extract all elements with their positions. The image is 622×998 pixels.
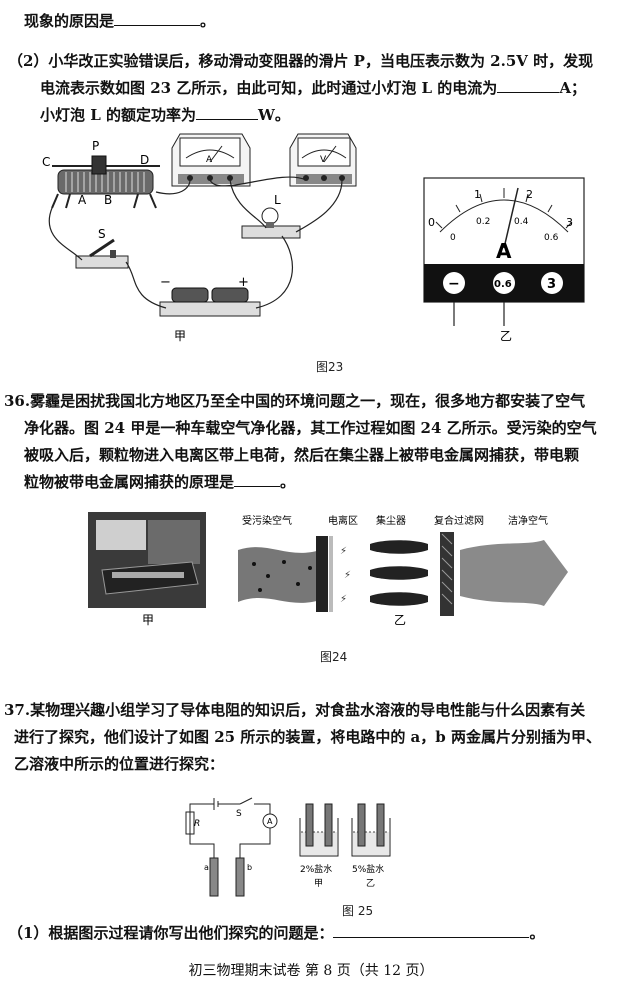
fig23-sub-b: 乙	[500, 329, 512, 343]
scale-bottom-1: 0.2	[476, 217, 490, 227]
page-footer: 初三物理期末试卷 第 8 页（共 12 页）	[188, 963, 434, 979]
q37-line3: 乙溶液中所示的位置进行探究：	[14, 755, 225, 773]
scale-bottom-2: 0.4	[514, 217, 529, 227]
q36-line3: 被吸入后，颗粒物进入电离区带上电荷，然后在集尘器上被带电金属网捕获，带电颗	[24, 446, 580, 464]
terminal-3: 3	[547, 277, 556, 292]
label-A: A	[78, 193, 87, 207]
answer-blank[interactable]	[333, 922, 530, 938]
rheostat	[51, 155, 160, 209]
answer-blank[interactable]	[234, 471, 281, 487]
figure-23: C P D A B A V L S − +	[42, 133, 585, 343]
ammeter-device	[171, 133, 251, 187]
fig24-label-filter: 复合过滤网	[434, 514, 484, 527]
svg-text:⚡: ⚡	[340, 546, 347, 557]
voltmeter-device	[289, 133, 357, 187]
fig25-caption: 图 25	[342, 904, 374, 918]
fig24-caption: 图24	[320, 650, 348, 664]
scale-bottom-3: 0.6	[544, 233, 559, 243]
circuit-wires	[48, 176, 343, 309]
fig23-sub-a: 甲	[174, 329, 186, 343]
fig25-A: A	[267, 817, 273, 826]
electrode-b	[235, 857, 245, 897]
figure-25: R S A a b 2%盐水 5%盐水 甲 乙	[185, 797, 391, 897]
label-minus: −	[160, 275, 171, 290]
car-purifier-photo	[88, 512, 206, 608]
svg-text:⚡: ⚡	[344, 570, 351, 581]
beaker-2	[351, 803, 391, 857]
electrode-a	[209, 857, 219, 897]
scale-top-3: 3	[566, 216, 573, 229]
label-S: S	[98, 227, 106, 241]
answer-blank[interactable]	[196, 104, 258, 120]
label-plus: +	[238, 275, 249, 290]
fig24-sub-a: 甲	[142, 613, 154, 627]
label-D: D	[140, 153, 149, 167]
q35-line1: （2）小华改正实验错误后，移动滑动变阻器的滑片 P，当电压表示数为 2.5V 时…	[8, 52, 594, 70]
scale-bottom-0: 0	[450, 233, 456, 243]
figure-24: ⚡ ⚡ ⚡ 受污染空气 电离区 集尘器 复合过滤网 洁净空气 甲 乙	[88, 512, 574, 628]
q37-sub1: （1）根据图示过程请你写出他们探究的问题是：。	[8, 922, 545, 942]
fig24-label-clean: 洁净空气	[508, 514, 548, 527]
fig25-a: a	[204, 863, 209, 872]
lamp	[241, 207, 301, 239]
beaker-1-label: 2%盐水	[300, 863, 332, 875]
ammeter-letter: A	[206, 155, 213, 165]
scale-top-0: 0	[428, 216, 435, 229]
battery	[159, 287, 261, 317]
label-B: B	[104, 193, 112, 207]
fig25-sub-b: 乙	[366, 878, 375, 889]
fig24-label-ionization: 电离区	[328, 514, 358, 527]
svg-text:⚡: ⚡	[340, 594, 347, 605]
voltmeter-letter: V	[320, 155, 327, 165]
fig25-R: R	[194, 819, 200, 829]
label-C: C	[42, 155, 50, 169]
label-L: L	[274, 193, 281, 207]
dial-unit: A	[496, 239, 512, 263]
beaker-2-label: 5%盐水	[352, 863, 384, 875]
q37-line1: 37.某物理兴趣小组学习了导体电阻的知识后，对食盐水溶液的导电性能与什么因素有关	[4, 701, 586, 719]
label-P: P	[92, 139, 99, 153]
answer-blank[interactable]	[497, 77, 560, 93]
fig25-sub-a: 甲	[314, 878, 323, 889]
q36-line1: 36.雾霾是困扰我国北方地区乃至全中国的环境问题之一，现在，很多地方都安装了空气	[4, 392, 586, 410]
terminal-minus: −	[448, 276, 460, 292]
purifier-diagram: ⚡ ⚡ ⚡	[234, 512, 574, 628]
switch	[75, 238, 129, 269]
answer-blank[interactable]	[114, 10, 201, 26]
fig25-S: S	[236, 809, 242, 819]
fig25-circuit	[185, 797, 278, 858]
terminal-0-6: 0.6	[494, 279, 512, 290]
q36-line2: 净化器。图 24 甲是一种车载空气净化器，其工作过程如图 24 乙所示。受污染的…	[24, 419, 597, 437]
fig24-label-collector: 集尘器	[376, 514, 406, 527]
scale-top-1: 1	[474, 188, 481, 201]
q37-line2: 进行了探究，他们设计了如图 25 所示的装置，将电路中的 a，b 两金属片分别插…	[14, 728, 601, 746]
q35-line0: 现象的原因是。	[24, 10, 216, 30]
fig25-b: b	[247, 863, 252, 872]
fig24-label-polluted: 受污染空气	[242, 514, 292, 527]
q36-line4: 粒物被带电金属网捕获的原理是。	[24, 471, 296, 491]
fig23-caption: 图23	[316, 360, 344, 374]
beaker-1	[299, 803, 339, 857]
scale-top-2: 2	[526, 188, 533, 201]
fig24-sub-b: 乙	[394, 613, 406, 627]
ammeter-dial	[423, 177, 585, 326]
